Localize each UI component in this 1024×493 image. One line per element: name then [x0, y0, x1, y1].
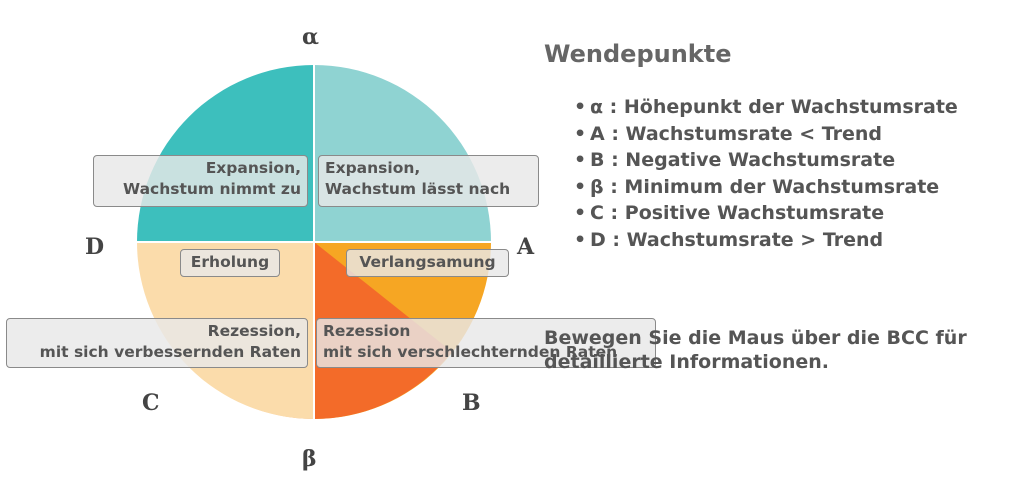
phase-label-recession-worsening[interactable]: Rezession mit sich verschlechternden Rat…: [316, 318, 656, 368]
legend-item: •B : Negative Wachstumsrate: [574, 147, 958, 174]
bullet-icon: •: [574, 175, 587, 198]
phase-line: Wachstum nimmt zu: [123, 180, 301, 198]
bullet-icon: •: [574, 96, 587, 118]
phase-line: Expansion,: [325, 159, 421, 177]
legend-item: •C : Positive Wachstumsrate: [574, 200, 958, 227]
phase-line: Rezession,: [207, 322, 301, 340]
phase-line: Wachstum lässt nach: [325, 180, 511, 198]
phase-label-slowdown[interactable]: Verlangsamung: [346, 249, 509, 277]
segment-expansion-growing[interactable]: [137, 65, 314, 242]
segment-expansion-slowing[interactable]: [314, 65, 491, 242]
phase-line: Erholung: [190, 253, 270, 271]
phase-line: mit sich verschlechternden Raten: [323, 343, 618, 361]
phase-line: mit sich verbessernden Raten: [39, 343, 301, 361]
legend-item-text: D : Wachstumsrate > Trend: [590, 228, 884, 251]
legend-item: •D : Wachstumsrate > Trend: [574, 227, 958, 254]
legend-item-text: C : Positive Wachstumsrate: [590, 202, 885, 224]
legend-list: •α : Höhepunkt der Wachstumsrate •A : Wa…: [574, 94, 958, 253]
phase-label-expansion-growing[interactable]: Expansion, Wachstum nimmt zu: [93, 155, 308, 207]
legend-item-text: B : Negative Wachstumsrate: [590, 149, 896, 171]
hover-hint-text: Bewegen Sie die Maus über die BCC für de…: [544, 327, 967, 373]
turning-point-A: A: [517, 234, 535, 260]
turning-point-B: B: [462, 390, 481, 416]
legend-item: •A : Wachstumsrate < Trend: [574, 121, 958, 148]
legend-item-text: α : Höhepunkt der Wachstumsrate: [590, 96, 958, 118]
bullet-icon: •: [574, 122, 587, 145]
bullet-icon: •: [574, 149, 587, 171]
phase-label-recession-improving[interactable]: Rezession, mit sich verbessernden Raten: [6, 318, 308, 368]
turning-point-alpha: α: [302, 24, 319, 50]
phase-label-recovery[interactable]: Erholung: [180, 249, 280, 277]
phase-line: Expansion,: [205, 159, 301, 177]
bullet-icon: •: [574, 202, 587, 224]
legend-item-text: β : Minimum der Wachstumsrate: [590, 175, 940, 198]
legend-item: •β : Minimum der Wachstumsrate: [574, 174, 958, 201]
phase-label-expansion-slowing[interactable]: Expansion, Wachstum lässt nach: [318, 155, 539, 207]
turning-point-D: D: [85, 234, 105, 260]
turning-point-beta: β: [302, 446, 317, 472]
legend-title: Wendepunkte: [544, 40, 732, 68]
phase-line: Rezession: [323, 322, 411, 340]
phase-line: Verlangsamung: [359, 253, 496, 271]
legend-item-text: A : Wachstumsrate < Trend: [590, 122, 883, 145]
turning-point-C: C: [142, 390, 160, 416]
bullet-icon: •: [574, 228, 587, 251]
legend-item: •α : Höhepunkt der Wachstumsrate: [574, 94, 958, 121]
